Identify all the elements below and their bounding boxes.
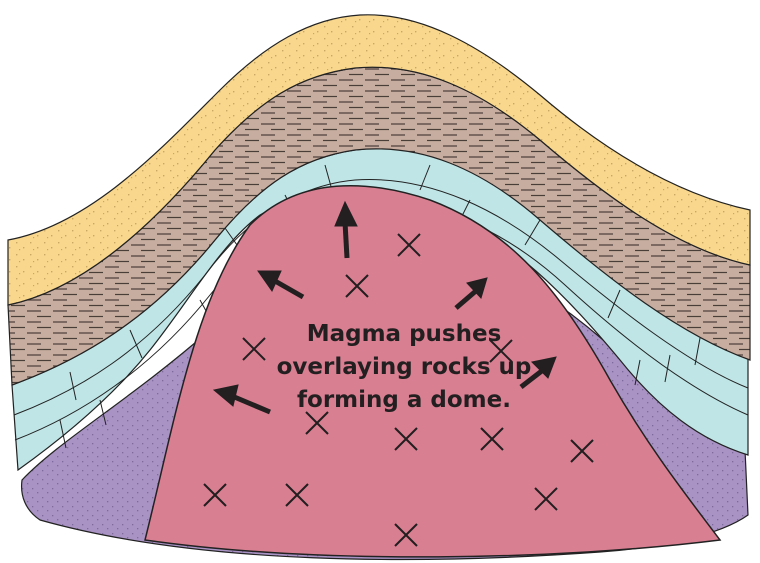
caption-line-3: forming a dome.: [297, 387, 511, 413]
caption-line-1: Magma pushes: [307, 321, 502, 347]
caption-line-2: overlaying rocks up: [277, 354, 532, 380]
